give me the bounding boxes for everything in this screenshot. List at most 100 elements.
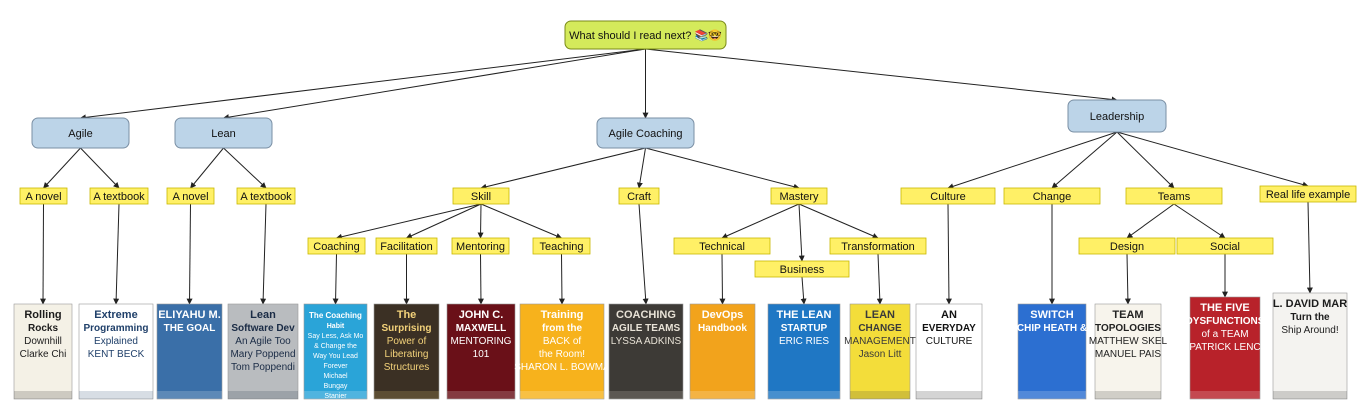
category-label-leadership: Leadership: [1090, 111, 1144, 123]
connector-root-to-agile: [79, 48, 646, 121]
book-cover-b13[interactable]: AN EVERYDAY CULTURE: [915, 303, 983, 400]
book-cover-text-b8-4: SHARON L. BOWMA: [514, 362, 610, 373]
book-cover-text-b4-0: Lean: [250, 309, 276, 321]
tag-node-design[interactable]: Design: [1078, 237, 1176, 255]
tag-node-skill[interactable]: Skill: [452, 187, 510, 205]
connector-reallife-to-b17: [1306, 201, 1313, 294]
tag-node-mastery[interactable]: Mastery: [770, 187, 828, 205]
tag-node-craft[interactable]: Craft: [618, 187, 660, 205]
book-cover-text-b2-3: KENT BECK: [88, 349, 145, 360]
book-cover-text-b6-0: The: [397, 309, 417, 321]
tag-node-business[interactable]: Business: [754, 260, 850, 278]
tag-node-transformation[interactable]: Transformation: [829, 237, 927, 255]
book-cover-text-b14-1: CHIP HEATH &: [1017, 323, 1087, 334]
connector-agile-to-agile_textbook: [80, 147, 120, 189]
category-label-agile: Agile: [68, 128, 92, 140]
connector-leadership-to-reallife: [1116, 131, 1309, 188]
root-question-node[interactable]: What should I read next? 📚🤓: [564, 20, 727, 50]
connector-skill-to-mentoring: [477, 203, 484, 239]
tag-node-technical[interactable]: Technical: [673, 237, 771, 255]
category-node-leadership[interactable]: Leadership: [1067, 99, 1167, 133]
category-node-coaching[interactable]: Agile Coaching: [596, 117, 695, 149]
book-cover-text-b13-2: CULTURE: [926, 336, 973, 347]
book-cover-text-b13-0: AN: [941, 309, 957, 321]
book-cover-text-b9-2: LYSSA ADKINS: [611, 336, 682, 347]
connector-teaching-to-b8: [558, 253, 565, 305]
tag-label-mastery: Mastery: [779, 191, 819, 203]
book-cover-text-b12-2: MANAGEMENT: [844, 336, 916, 347]
tag-label-craft: Craft: [627, 191, 651, 203]
book-cover-text-b17-1: Turn the: [1290, 312, 1330, 323]
connector-coaching-to-craft: [636, 147, 646, 189]
tag-node-teaching[interactable]: Teaching: [532, 237, 591, 255]
tag-label-coachingtag: Coaching: [313, 241, 359, 253]
tag-label-teams: Teams: [1158, 191, 1191, 203]
book-cover-text-b9-0: COACHING: [616, 309, 676, 321]
book-cover-text-b2-0: Extreme: [94, 309, 137, 321]
book-cover-b3[interactable]: ELIYAHU M.THE GOAL: [156, 303, 223, 400]
tag-node-change[interactable]: Change: [1003, 187, 1101, 205]
book-cover-text-b12-1: CHANGE: [858, 323, 902, 334]
connector-teams-to-social: [1173, 203, 1226, 239]
connector-business-to-b11: [800, 276, 807, 305]
book-cover-text-b5-0: The Coaching: [309, 311, 362, 320]
tag-node-teams[interactable]: Teams: [1125, 187, 1223, 205]
tag-label-agile_novel: A novel: [25, 191, 61, 203]
connector-lines: [40, 48, 1313, 305]
tag-node-lean_textbook[interactable]: A textbook: [236, 187, 296, 205]
tag-node-lean_novel[interactable]: A novel: [166, 187, 215, 205]
book-cover-text-b7-0: JOHN C.: [459, 309, 504, 321]
book-cover-text-b1-0: Rolling: [24, 309, 61, 321]
nodes-layer: What should I read next? 📚🤓 Agile Lean Agil…: [19, 20, 1357, 278]
tag-label-teaching: Teaching: [539, 241, 583, 253]
tag-node-agile_novel[interactable]: A novel: [19, 187, 68, 205]
book-cover-text-b8-2: BACK of: [543, 336, 582, 347]
tag-label-agile_textbook: A textbook: [93, 191, 145, 203]
category-node-agile[interactable]: Agile: [31, 117, 130, 149]
tag-node-facilitation[interactable]: Facilitation: [375, 237, 438, 255]
book-cover-text-b16-3: PATRICK LENC: [1189, 342, 1260, 353]
connector-lean_textbook-to-b4: [260, 203, 267, 305]
book-cover-text-b7-2: MENTORING: [451, 336, 512, 347]
connector-coaching-to-mastery: [645, 147, 800, 190]
book-cover-text-b4-1: Software Dev: [231, 323, 295, 334]
connector-mastery-to-technical: [721, 203, 800, 239]
book-cover-text-b1-2: Downhill: [24, 336, 62, 347]
tag-node-social[interactable]: Social: [1176, 237, 1274, 255]
connector-agile-to-agile_novel: [43, 147, 81, 189]
book-cover-text-b13-1: EVERYDAY: [922, 323, 976, 334]
tag-node-reallife[interactable]: Real life example: [1259, 185, 1357, 203]
tag-node-coachingtag[interactable]: Coaching: [307, 237, 366, 255]
tag-node-agile_textbook[interactable]: A textbook: [89, 187, 149, 205]
connector-technical-to-b10: [719, 253, 726, 305]
tag-label-facilitation: Facilitation: [380, 241, 433, 253]
book-cover-text-b6-4: Structures: [384, 362, 430, 373]
connector-leadership-to-teams: [1116, 131, 1175, 189]
connector-coachingtag-to-b5: [332, 253, 339, 305]
book-cover-text-b1-3: Clarke Chi: [20, 349, 67, 360]
category-node-lean[interactable]: Lean: [174, 117, 273, 149]
tag-node-culture[interactable]: Culture: [900, 187, 996, 205]
book-cover-text-b12-0: LEAN: [865, 309, 895, 321]
tag-node-mentoring[interactable]: Mentoring: [451, 237, 510, 255]
book-cover-text-b17-0: L. DAVID MAR: [1273, 298, 1347, 310]
book-cover-text-b5-6: Michael: [323, 373, 348, 380]
book-cover-text-b6-2: Power of: [387, 336, 427, 347]
